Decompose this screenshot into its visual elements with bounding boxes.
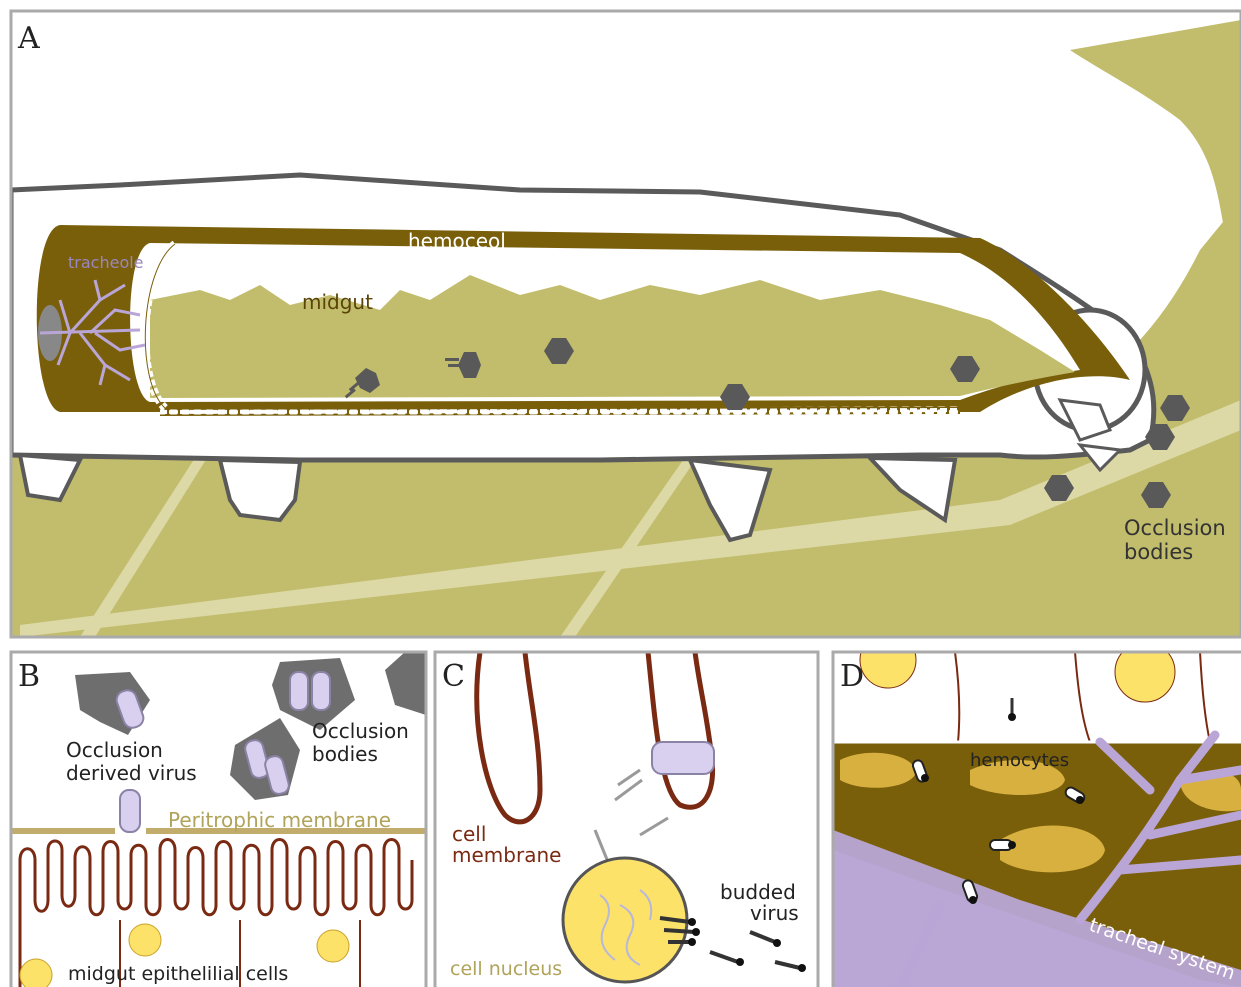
virion	[445, 358, 459, 361]
panel-c: C cell membrane budded virus cell nucleu…	[435, 652, 818, 987]
peritrophic-label: Peritrophic membrane	[168, 808, 391, 832]
nucleus	[860, 632, 916, 688]
tracheole-label: tracheole	[68, 253, 144, 272]
panel-b: B Occlusion derived virus Occlusion bodi…	[11, 652, 426, 987]
hemoceol-label: hemoceol	[408, 229, 506, 253]
virion	[448, 364, 460, 367]
epithelial-label: midgut epithelilial cells	[68, 963, 288, 985]
budded-virus-label-line2: virus	[750, 901, 799, 925]
peritrophic-membrane	[11, 828, 115, 834]
panel-d: D hemocytes tracheal system	[833, 632, 1241, 987]
virion-cluster	[652, 742, 714, 774]
odv-label-line1: Occlusion	[66, 738, 163, 762]
nucleus	[129, 924, 161, 956]
budded-virion-head	[1008, 713, 1016, 721]
ob-label-line1: Occlusion	[312, 719, 409, 743]
nucleus	[20, 959, 52, 987]
occlusion-bodies-label-line2: bodies	[1124, 540, 1193, 564]
panel-a: A hemoceol tracheole midgut Occlusion bo…	[11, 11, 1241, 637]
panel-a-letter: A	[17, 21, 40, 56]
panel-b-letter: B	[18, 659, 40, 694]
odv-label-line2: derived virus	[66, 761, 197, 785]
hemocytes-label: hemocytes	[970, 750, 1069, 771]
panel-c-letter: C	[442, 659, 465, 694]
ob-label-line2: bodies	[312, 742, 378, 766]
panel-d-letter: D	[840, 659, 864, 694]
midgut-label: midgut	[302, 290, 373, 314]
occlusion-bodies-label-line1: Occlusion	[1124, 516, 1226, 540]
cell-nucleus-label: cell nucleus	[450, 958, 562, 980]
nucleus	[317, 930, 349, 962]
cell-membrane-label-line2: membrane	[452, 843, 561, 867]
